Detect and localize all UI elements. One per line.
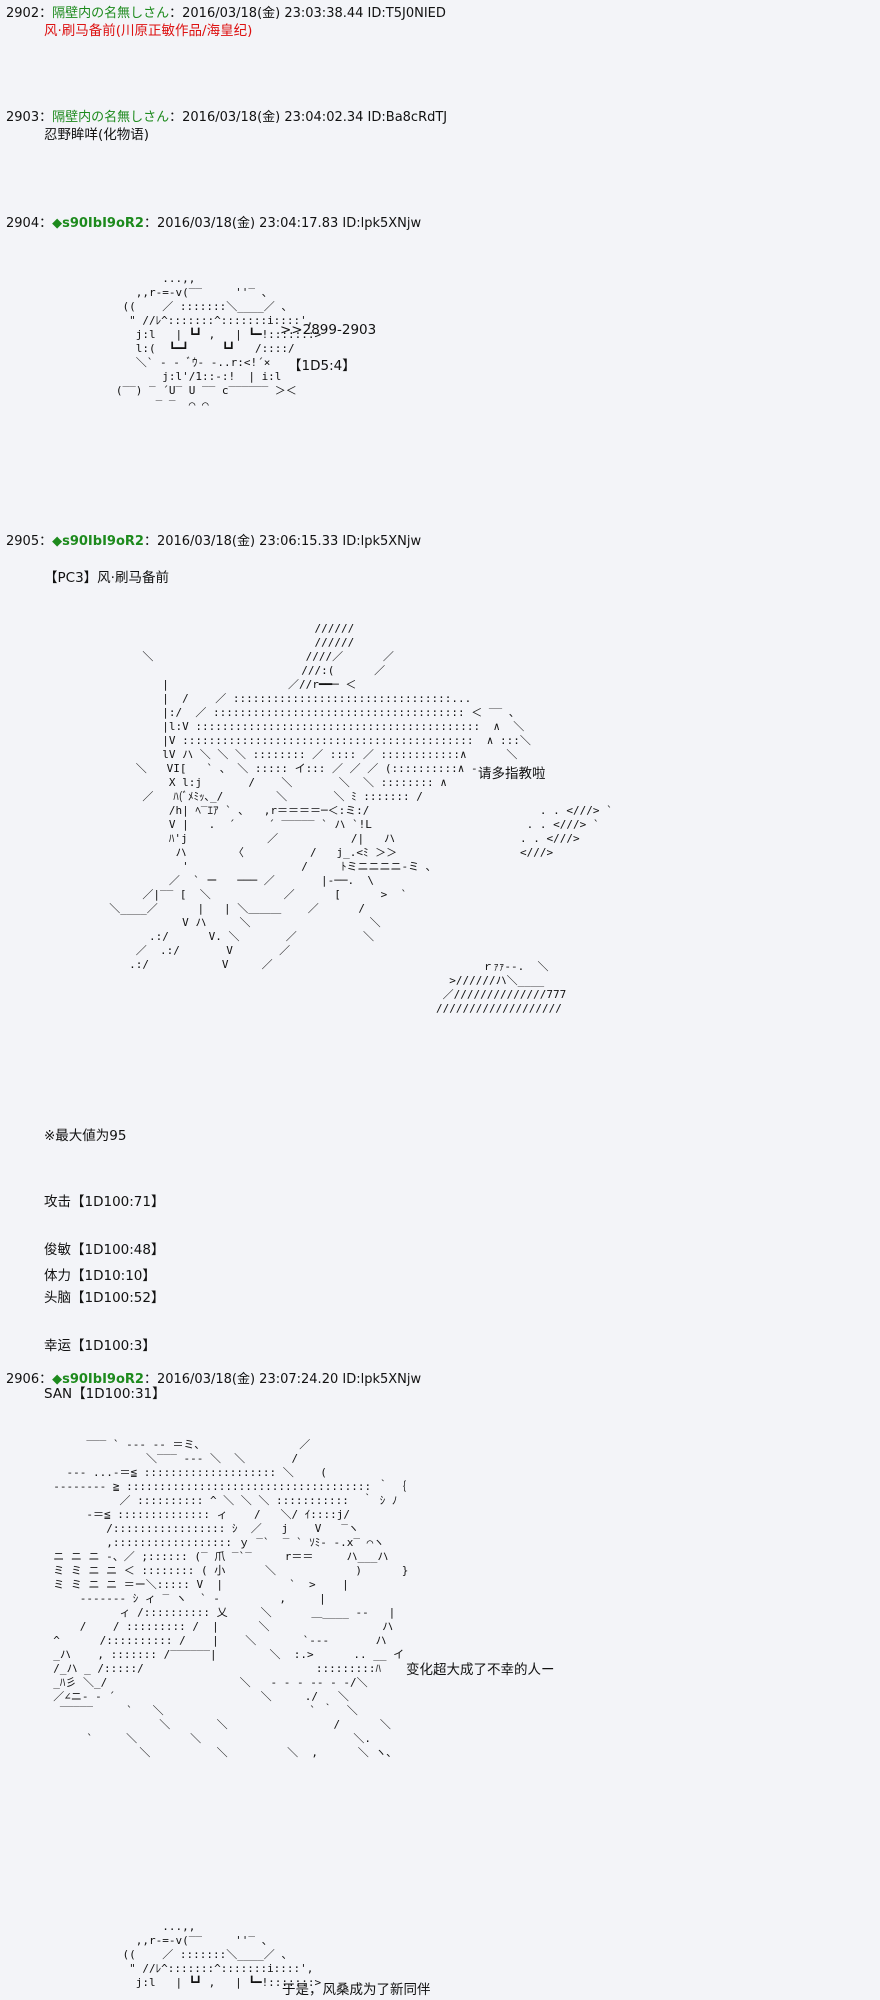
post-date: 2016/03/18(金) 23:03:38.44 [182, 6, 364, 21]
stat-agility: 俊敏【1D100:48】 [44, 1242, 165, 1258]
poster-id[interactable]: ID:lpk5XNjw [342, 1372, 422, 1387]
post-header: 2906：◆s90IbI9oR2：2016/03/18(金) 23:07:24.… [6, 1372, 422, 1387]
dice-result: 【1D5:4】 [288, 358, 356, 374]
ascii-art-character: ////// ////// ＼ ////／ ／ ///:( ／ | ／//r━━… [109, 622, 531, 971]
ascii-art-character: ‾‾‾ ` ‐‐‐ ‐‐ ＝ミ､ ／ ＼‾‾‾ ‐‐‐ ＼ ＼ / ‐‐‐ ..… [53, 1438, 409, 1759]
reply-anchor-link[interactable]: >>2899-2903 [280, 322, 377, 338]
speech-text: 请多指教啦 [478, 766, 546, 782]
poster-name: 隔壁内の名無しさん [52, 110, 170, 125]
stat-note: ※最大値为95 [44, 1128, 127, 1144]
post-header: 2903：隔壁内の名無しさん：2016/03/18(金) 23:04:02.34… [6, 110, 448, 125]
ascii-art-character: ...,, ,,r‐=‐v(‾‾ ''‾ 、 (( ／ :::::::＼____… [115, 272, 322, 411]
post-number[interactable]: 2904 [6, 216, 40, 231]
post-number[interactable]: 2905 [6, 534, 40, 549]
post-date: 2016/03/18(金) 23:04:17.83 [156, 216, 339, 231]
ascii-art-character-small: ...,, ,,r‐=‐v(‾‾ ''‾ 、 (( ／ :::::::＼____… [122, 1920, 322, 1989]
ascii-art-blades: ｒｧｧ‐-. ＼ >//////ハ＼____ ／//////////////77… [436, 960, 567, 1015]
poster-name: ◆s90IbI9oR2 [52, 1372, 144, 1387]
poster-id[interactable]: ID:lpk5XNjw [342, 534, 422, 549]
stat-attack: 攻击【1D100:71】 [44, 1194, 165, 1210]
post-date: 2016/03/18(金) 23:04:02.34 [182, 110, 364, 125]
stat-san: SAN【1D100:31】 [44, 1386, 166, 1402]
stats-list: 攻击【1D100:71】 俊敏【1D100:48】 头脑【1D100:52】 幸… [44, 1162, 166, 1434]
character-title: 【PC3】风·刷马备前 [44, 570, 169, 586]
stat-intellect: 头脑【1D100:52】 [44, 1290, 165, 1306]
post-date: 2016/03/18(金) 23:06:15.33 [156, 534, 339, 549]
poster-id[interactable]: ID:T5J0NIED [367, 6, 446, 21]
post-header: 2904：◆s90IbI9oR2：2016/03/18(金) 23:04:17.… [6, 216, 422, 231]
stat-hp: 体力【1D10:10】 [44, 1268, 156, 1284]
post-number[interactable]: 2902 [6, 6, 40, 21]
poster-name: 隔壁内の名無しさん [52, 6, 170, 21]
ascii-art-lines: . . <///> ` . . <///> ` . . <///> <///> [520, 804, 613, 859]
post-header: 2902：隔壁内の名無しさん：2016/03/18(金) 23:03:38.44… [6, 6, 446, 21]
post-number[interactable]: 2906 [6, 1372, 40, 1387]
post-number[interactable]: 2903 [6, 110, 40, 125]
speech-text: 变化超大成了不幸的人ー [406, 1662, 555, 1678]
post-text: 风·刷马备前(川原正敏作品/海皇纪) [44, 23, 253, 39]
post-header: 2905：◆s90IbI9oR2：2016/03/18(金) 23:06:15.… [6, 534, 422, 549]
speech-text-2: 于是，风桑成为了新同伴 [282, 1982, 431, 1998]
poster-name: ◆s90IbI9oR2 [52, 534, 144, 549]
post-date: 2016/03/18(金) 23:07:24.20 [156, 1372, 339, 1387]
poster-id[interactable]: ID:lpk5XNjw [342, 216, 422, 231]
stat-luck: 幸运【1D100:3】 [44, 1338, 156, 1354]
poster-id[interactable]: ID:Ba8cRdTJ [367, 110, 448, 125]
poster-name: ◆s90IbI9oR2 [52, 216, 144, 231]
post-text: 忍野眸咩(化物语) [44, 127, 150, 143]
